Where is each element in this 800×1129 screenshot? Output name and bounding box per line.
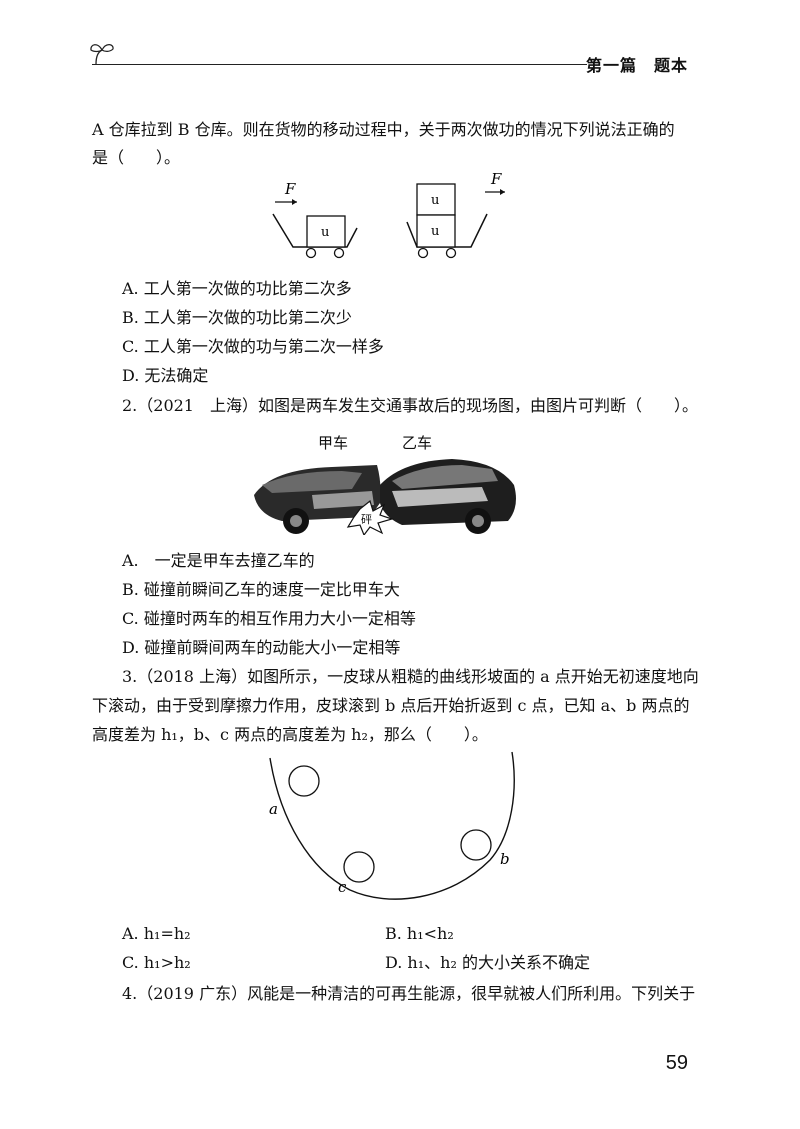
q3-stem-line1: 3.（2018 上海）如图所示，一皮球从粗糙的曲线形坡面的 a 点开始无初速度地… — [122, 667, 699, 686]
car-crash-photo: 砰 — [254, 459, 516, 535]
q1-option-d: D. 无法确定 — [122, 366, 209, 385]
box-label-2-bottom: u — [431, 224, 439, 239]
curved-slope — [269, 751, 515, 900]
box-label-2-top: u — [431, 193, 439, 208]
q3-option-a: A. h₁=h₂ — [122, 924, 191, 943]
q3-option-c: C. h₁>h₂ — [122, 953, 191, 972]
car-a-label: 甲车 — [318, 434, 349, 452]
force-label-2: F — [490, 172, 502, 188]
cart-two — [406, 183, 505, 259]
section-title: 第一篇 题本 — [585, 56, 688, 75]
sprout-icon — [90, 44, 114, 65]
ball-at-a — [288, 765, 320, 797]
crash-word: 砰 — [361, 513, 372, 526]
ball-at-b — [460, 829, 492, 861]
q1-cart-figure: F u F u u — [272, 172, 505, 259]
ball-at-c — [343, 851, 375, 883]
q4-stem: 4.（2019 广东）风能是一种清洁的可再生能源，很早就被人们所利用。下列关于 — [122, 984, 696, 1003]
q1-option-a: A. 工人第一次做的功比第二次多 — [122, 279, 352, 298]
q3-stem-line2: 下滚动，由于受到摩擦力作用，皮球滚到 b 点后开始折返到 c 点，已知 a、b … — [92, 696, 690, 715]
q2-option-b: B. 碰撞前瞬间乙车的速度一定比甲车大 — [122, 580, 400, 599]
q2-option-a: A. 一定是甲车去撞乙车的 — [122, 551, 315, 570]
q3-option-d: D. h₁、h₂ 的大小关系不确定 — [385, 953, 590, 972]
point-b-label: b — [500, 850, 510, 868]
q1-stem-line1: A 仓库拉到 B 仓库。则在货物的移动过程中，关于两次做功的情况下列说法正确的 — [92, 120, 675, 139]
page-number: 59 — [665, 1052, 688, 1074]
q3-option-b: B. h₁<h₂ — [385, 924, 454, 943]
q1-option-c: C. 工人第一次做的功与第二次一样多 — [122, 337, 384, 356]
header-rule — [92, 64, 587, 65]
point-a-label: a — [269, 800, 278, 818]
force-label-1: F — [284, 180, 296, 198]
cart-one — [272, 199, 358, 259]
car-b-label: 乙车 — [402, 434, 433, 452]
q2-option-c: C. 碰撞时两车的相互作用力大小一定相等 — [122, 609, 416, 628]
q2-option-d: D. 碰撞前瞬间两车的动能大小一定相等 — [122, 638, 401, 657]
q2-stem: 2.（2021 上海）如图是两车发生交通事故后的现场图，由图片可判断（ ）。 — [122, 396, 698, 415]
q3-slope-figure: a b c — [269, 751, 515, 900]
q1-stem-line2: 是（ ）。 — [92, 148, 181, 167]
box-label-1: u — [321, 225, 329, 240]
q1-option-b: B. 工人第一次做的功比第二次少 — [122, 308, 352, 327]
point-c-label: c — [338, 878, 347, 896]
q3-stem-line3: 高度差为 h₁，b、c 两点的高度差为 h₂，那么（ ）。 — [92, 725, 488, 744]
